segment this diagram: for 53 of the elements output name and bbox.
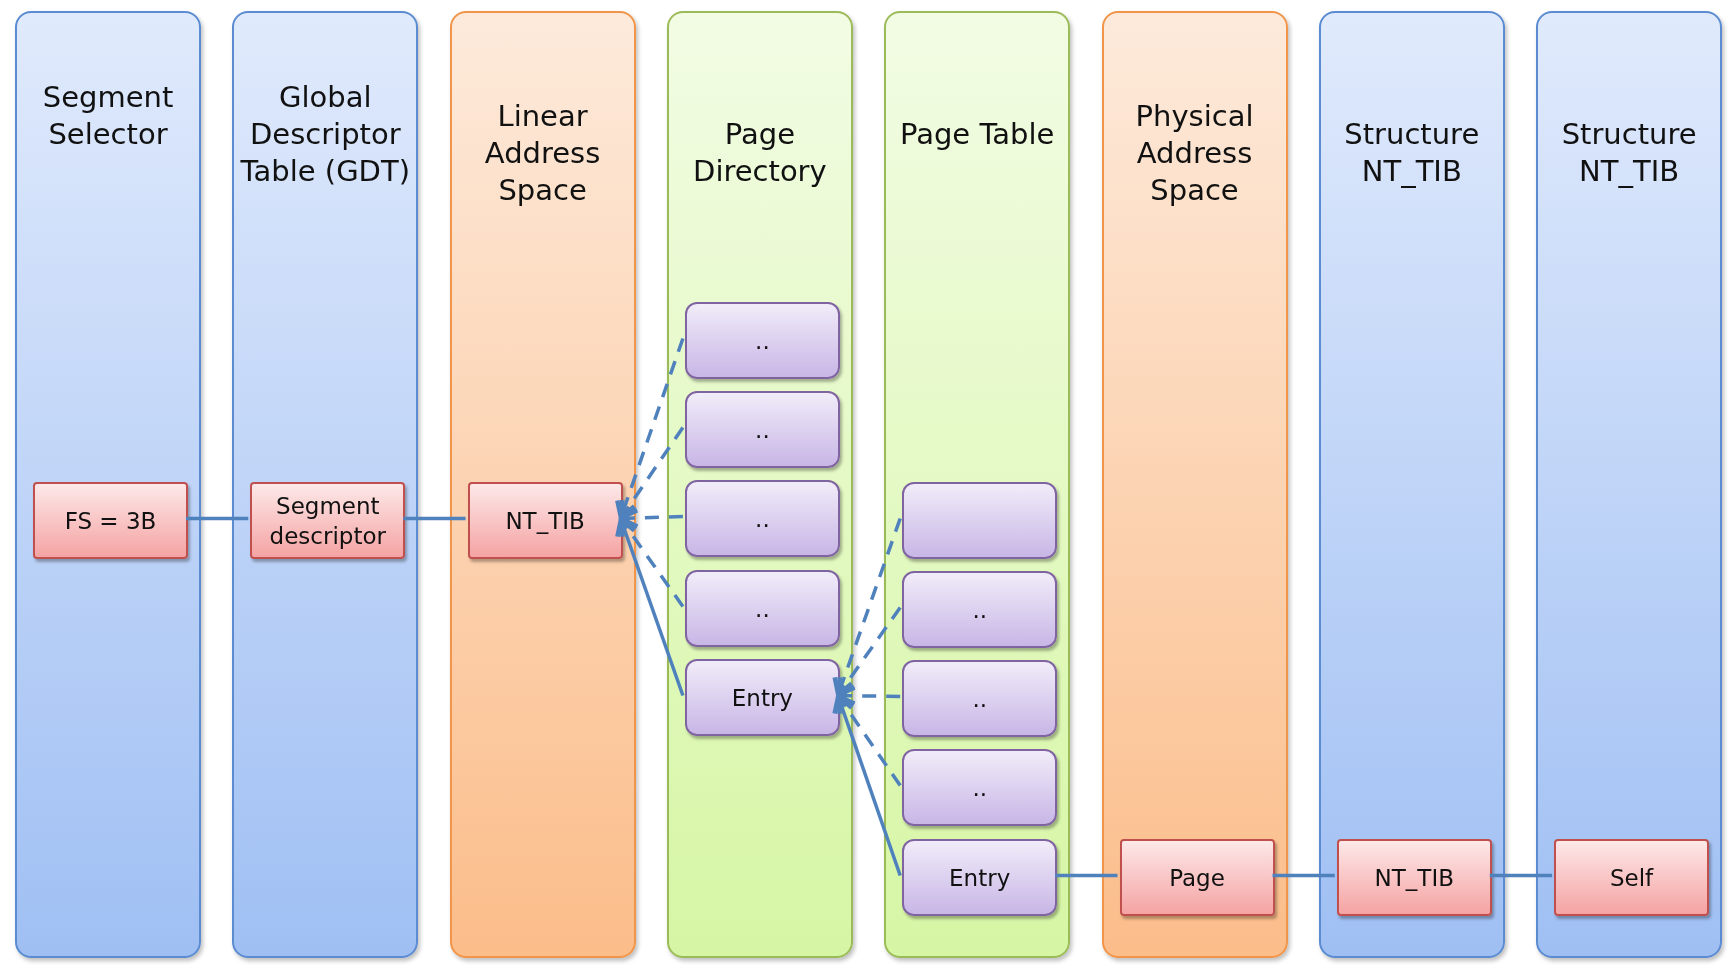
column-title: Linear Address Space: [483, 98, 602, 209]
arrow: [618, 517, 685, 608]
column-panel: [1101, 11, 1288, 958]
box-label: ..: [972, 684, 987, 714]
table-entry-box: [684, 659, 840, 736]
table-entry-box: [902, 839, 1058, 916]
box-label: ..: [972, 773, 987, 803]
table-entry-box: [902, 571, 1058, 648]
table-entry-box: [902, 482, 1058, 559]
column-panel: [666, 11, 853, 958]
data-box: [1336, 839, 1492, 916]
column-title: Global Descriptor Table (GDT): [239, 79, 411, 190]
connector-line: [186, 516, 249, 521]
column-title: Segment Selector: [41, 79, 175, 153]
column-panel: [1318, 11, 1505, 958]
column-title: Page Directory: [692, 116, 828, 190]
box-label: ..: [755, 415, 770, 445]
box-label: Entry: [731, 683, 793, 713]
column-title: Physical Address Space: [1134, 98, 1255, 209]
table-entry-box: [684, 302, 840, 379]
box-label: ..: [755, 504, 770, 534]
arrow: [615, 337, 685, 520]
data-box: [250, 482, 406, 559]
column-panel: [232, 11, 419, 958]
box-label: NT_TIB: [1374, 863, 1454, 893]
column-title: Page Table: [898, 116, 1056, 153]
table-entry-box: [684, 391, 840, 468]
box-label: ..: [972, 595, 987, 625]
data-box: [1554, 839, 1710, 916]
data-box: [33, 482, 188, 559]
column-panel: [1536, 11, 1723, 958]
column-panel: [884, 11, 1071, 958]
column-title: Structure NT_TIB: [1560, 116, 1698, 190]
box-label: Page: [1169, 863, 1225, 893]
column-panel: [449, 11, 636, 958]
arrow: [615, 517, 685, 697]
table-entry-box: [684, 570, 840, 647]
data-box: [1119, 839, 1275, 916]
box-label: ..: [755, 594, 770, 624]
arrow: [832, 694, 902, 877]
data-box: [467, 482, 623, 559]
box-label: Self: [1609, 863, 1654, 893]
box-label: ..: [755, 326, 770, 356]
box-label: Segment descriptor: [268, 491, 387, 551]
column-title: Structure NT_TIB: [1343, 116, 1481, 190]
column-panel: [15, 11, 201, 958]
table-entry-box: [684, 480, 840, 557]
box-label: Entry: [949, 863, 1011, 893]
arrow: [618, 426, 685, 520]
table-entry-box: [902, 660, 1058, 737]
box-label: NT_TIB: [505, 506, 585, 536]
table-entry-box: [902, 749, 1058, 826]
box-label: FS = 3B: [64, 506, 157, 536]
